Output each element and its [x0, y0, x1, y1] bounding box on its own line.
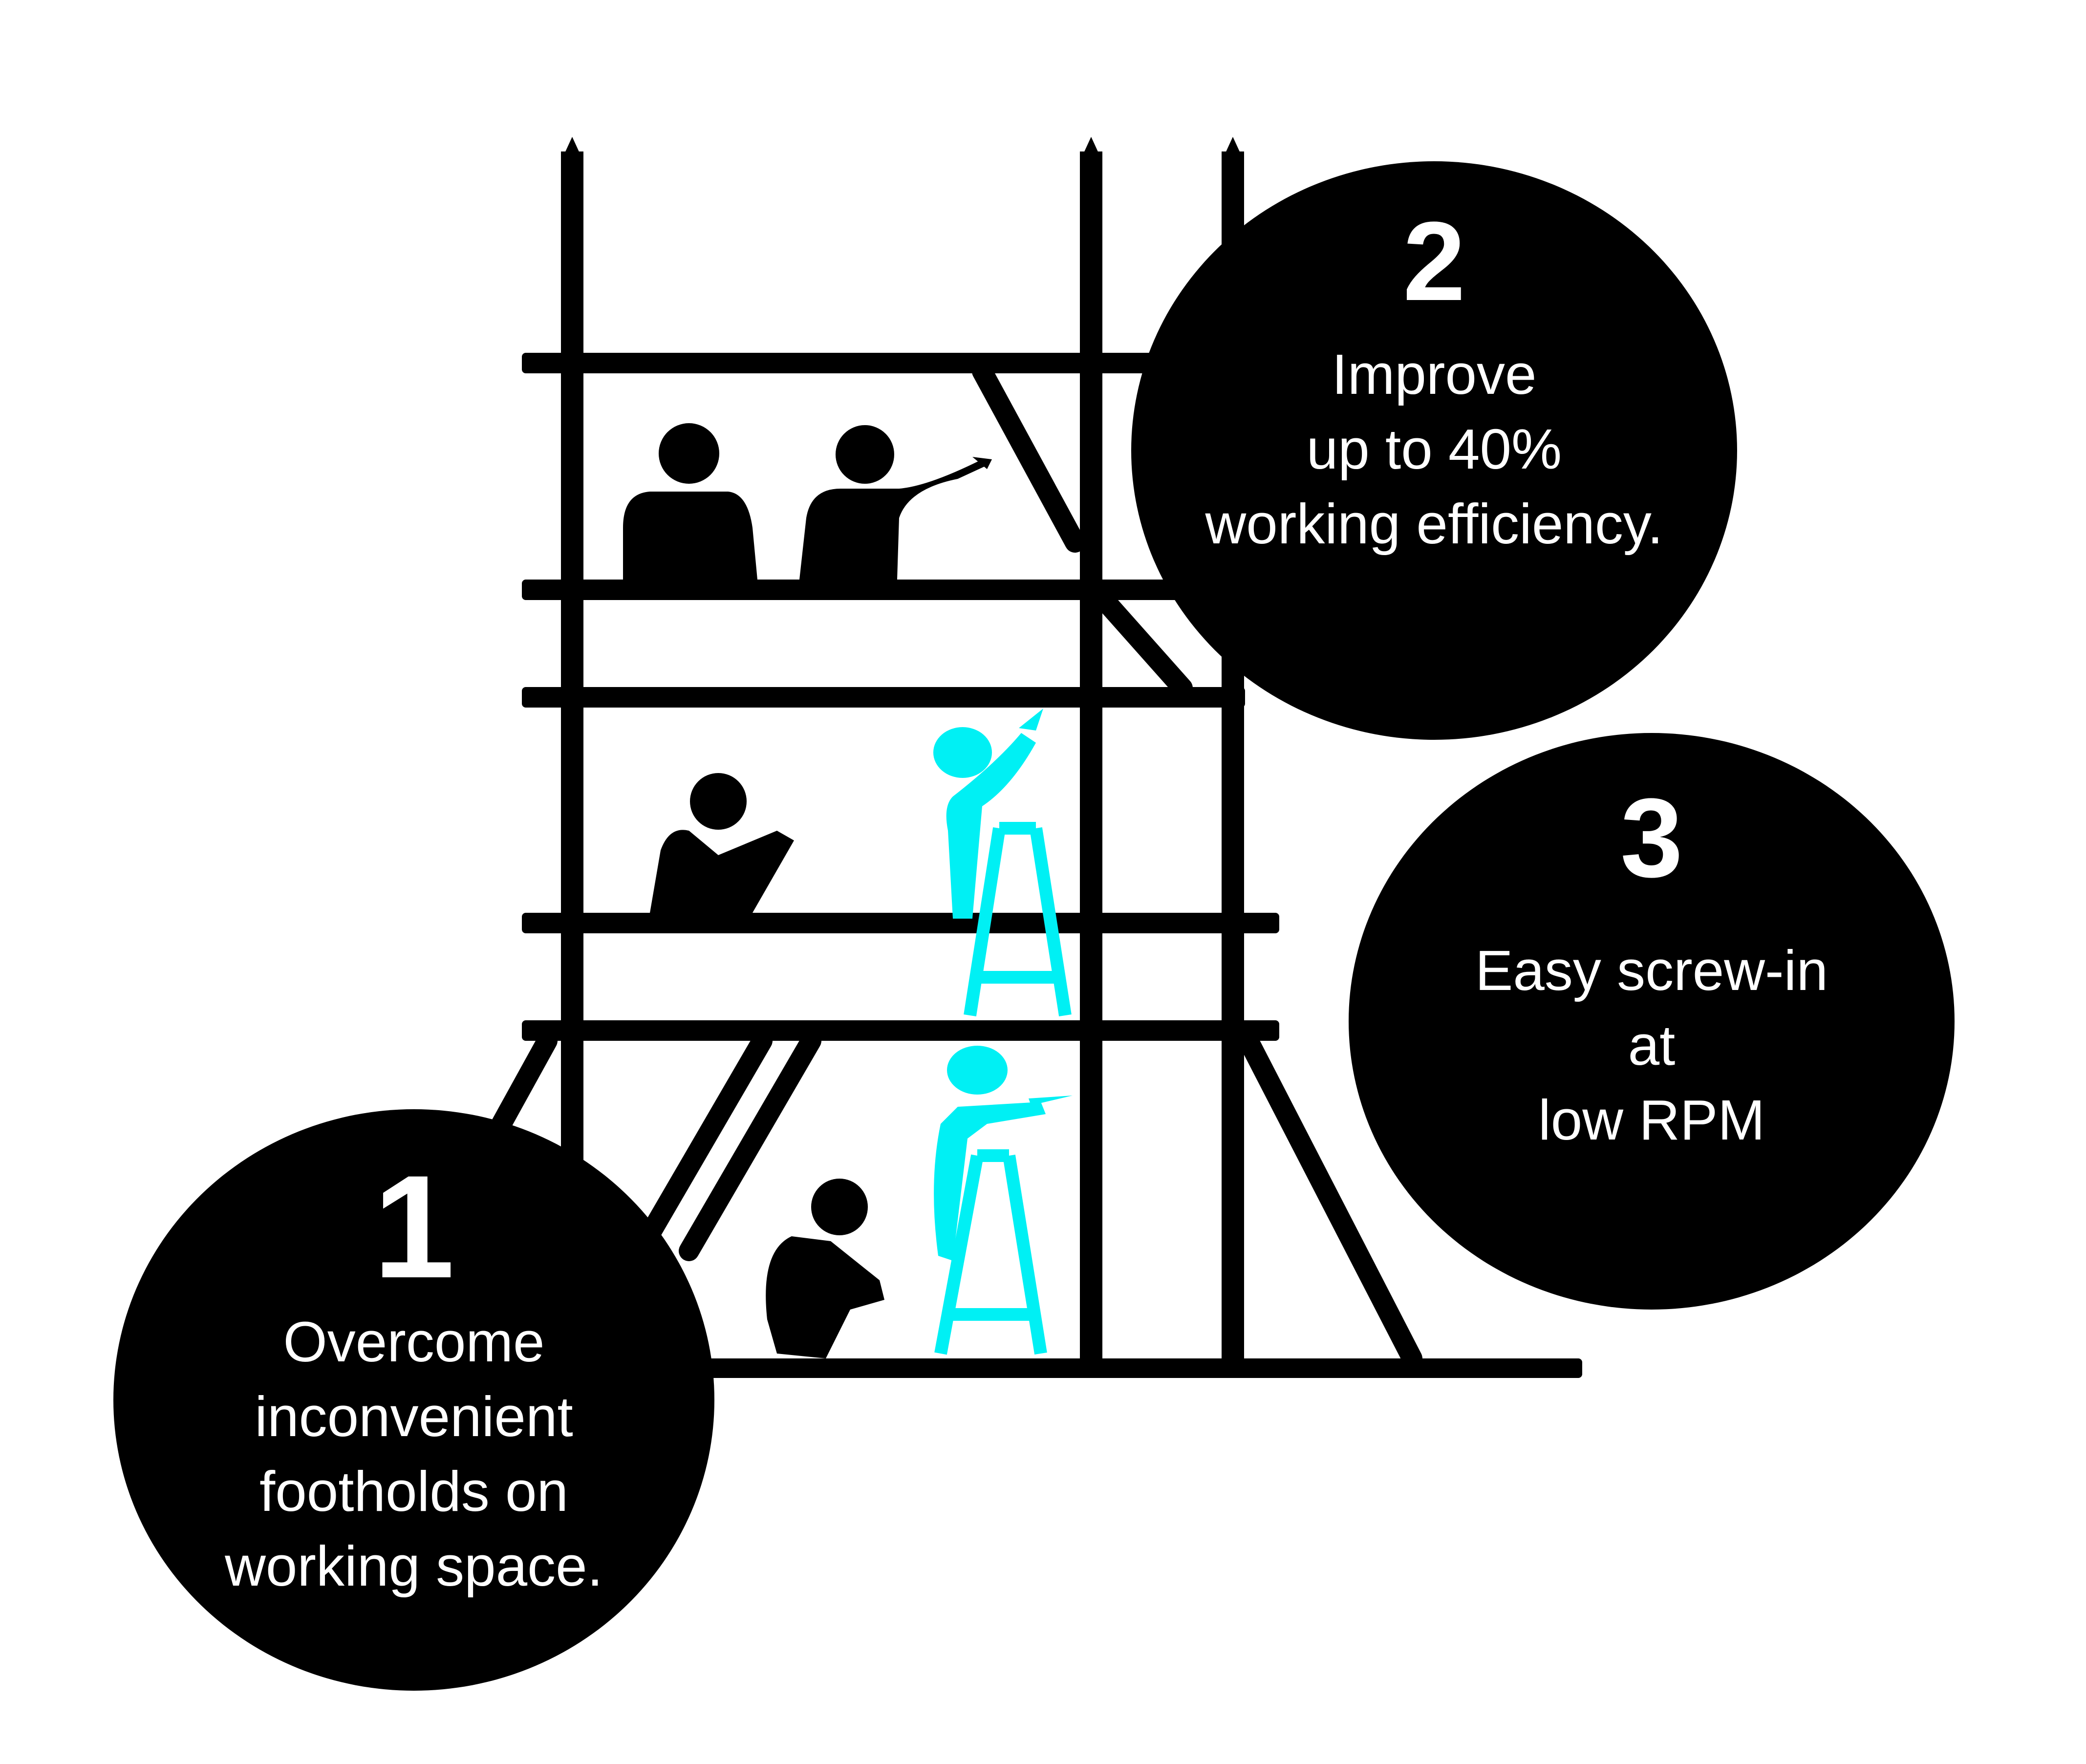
drill-icon	[1029, 1096, 1073, 1105]
drill-icon	[1019, 709, 1043, 731]
scaffold-bar	[522, 1358, 1582, 1378]
scaffold-bar	[522, 687, 1245, 708]
step-badge-3: 3 Easy screw-in at low RPM	[1349, 733, 1955, 1310]
step-text-line: Easy screw-in	[1475, 939, 1828, 1002]
badges-circles	[113, 161, 1955, 1691]
post-cap-mid	[1080, 137, 1102, 161]
step-text-line: inconvenient	[255, 1385, 573, 1449]
step-text-line: footholds on	[259, 1460, 569, 1524]
brace	[972, 361, 1085, 553]
step-number: 1	[373, 1144, 455, 1309]
brace	[679, 1031, 821, 1261]
scaffold-bars	[522, 353, 1582, 1378]
scaffold-post-mid	[1080, 151, 1102, 1358]
step-text-line: Overcome	[283, 1310, 545, 1374]
workers-cyan	[933, 709, 1073, 1355]
step-text-line: low RPM	[1538, 1088, 1765, 1152]
brace	[1241, 1035, 1422, 1369]
scaffold-bar	[522, 353, 1211, 373]
scaffold-bar	[522, 1020, 1279, 1041]
worker-head	[836, 425, 894, 484]
step-text-line: Improve	[1332, 343, 1537, 406]
step-text-line: at	[1628, 1013, 1676, 1077]
badge-circle-3	[1349, 733, 1955, 1310]
badge-circle-2	[1131, 161, 1737, 740]
step-badge-1: 1 Overcome inconvenient footholds on wor…	[113, 1109, 714, 1691]
worker-arm	[972, 457, 992, 469]
brace	[630, 1031, 773, 1261]
worker-head	[933, 727, 992, 778]
badge-circle-1	[113, 1109, 714, 1691]
brace	[1094, 590, 1193, 698]
step-text-line: up to 40%	[1306, 417, 1562, 481]
step-number: 2	[1403, 198, 1465, 324]
worker-body	[934, 1102, 1046, 1261]
workers-black	[623, 423, 992, 1358]
step-number: 3	[1620, 775, 1683, 901]
step-text-line: working efficiency.	[1205, 492, 1663, 556]
worker-head	[690, 773, 747, 830]
ladder-icon	[934, 1149, 1047, 1355]
worker-head	[947, 1046, 1008, 1095]
worker-body	[623, 492, 757, 580]
ladder-icon	[964, 822, 1072, 1017]
post-cap-left	[561, 137, 583, 161]
worker-head	[811, 1179, 868, 1235]
worker-head	[659, 423, 719, 484]
worker-body	[766, 1236, 884, 1358]
step-badge-2: 2 Improve up to 40% working efficiency.	[1131, 161, 1737, 740]
step-text-line: working space.	[225, 1534, 603, 1598]
scaffold-bar	[522, 913, 1279, 933]
worker-body	[650, 830, 794, 913]
post-cap-right	[1222, 137, 1244, 161]
worker-body	[799, 459, 989, 580]
worker-body	[946, 733, 1036, 919]
scaffold-bar	[522, 580, 1245, 600]
